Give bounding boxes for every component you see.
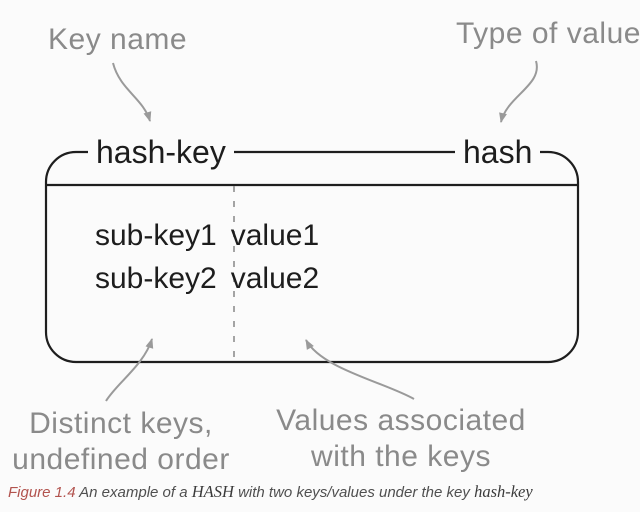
sub-key-text: sub-key1 (95, 219, 217, 252)
figure-caption: Figure 1.4 An example of a HASH with two… (8, 482, 533, 502)
caption-text-part2: with two keys/values under the key (238, 484, 470, 501)
value-text: value2 (230, 262, 320, 295)
hash-box-outline (44, 150, 580, 364)
caption-emphasis-hash: HASH (191, 482, 234, 501)
hash-entry-row: sub-key1 value1 (95, 214, 319, 257)
values-associated-annotation: Values associated with the keys (276, 403, 526, 475)
hash-entries: sub-key1 value1 sub-key2 value2 (95, 214, 319, 300)
figure-number-label: Figure 1.4 (8, 484, 76, 501)
hash-key-name-label: hash-key (88, 133, 234, 171)
caption-text-part1: An example of a (79, 484, 188, 501)
values-associated-line2: with the keys (311, 440, 491, 473)
arrow-distinct-keys-to-box (105, 338, 154, 402)
distinct-keys-annotation: Distinct keys, undefined order (0, 406, 242, 478)
caption-emphasis-hash-key: hash-key (474, 482, 533, 501)
value-text: value1 (230, 219, 320, 252)
key-name-annotation: Key name (48, 23, 188, 56)
values-associated-line1: Values associated (276, 404, 526, 437)
arrow-type-of-value-to-box (499, 60, 538, 123)
hash-entry-row: sub-key2 value2 (95, 257, 319, 300)
arrow-key-name-to-box (112, 62, 152, 122)
arrow-values-to-box (305, 339, 415, 400)
type-of-value-annotation: Type of value (456, 17, 640, 50)
hash-type-label: hash (455, 133, 541, 171)
sub-key-text: sub-key2 (95, 262, 217, 295)
distinct-keys-line2: undefined order (12, 443, 230, 476)
distinct-keys-line1: Distinct keys, (29, 407, 213, 440)
